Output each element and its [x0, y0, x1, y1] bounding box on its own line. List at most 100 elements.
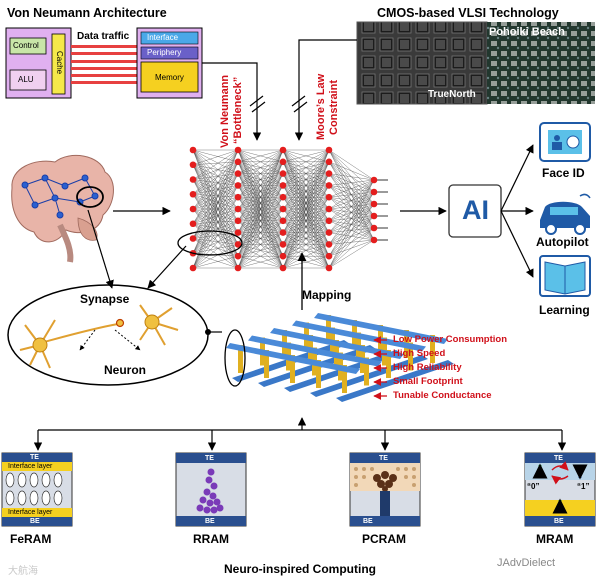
crossbar-pillar [290, 355, 295, 383]
feature-4: Small Footprint [393, 376, 463, 387]
network-node [234, 170, 242, 177]
periphery-label: Periphery [147, 48, 182, 57]
link-dot [205, 329, 211, 335]
network-node [279, 146, 287, 154]
network-node [325, 182, 333, 189]
network-edge [192, 208, 239, 224]
crossbar-top-line [270, 328, 404, 359]
crossbar-pillar [364, 357, 369, 386]
network-edge [192, 149, 239, 269]
network-node [234, 193, 242, 201]
network-edge [192, 161, 239, 239]
moore-label-2: Constraint [328, 80, 340, 135]
network-edge [192, 149, 239, 210]
crossbar-pillar [430, 335, 435, 363]
network-edge [192, 149, 239, 224]
autopilot-icon [540, 193, 591, 235]
interface-label: Interface [147, 33, 179, 42]
network-edge [192, 173, 239, 239]
crossbar-top-line [314, 313, 448, 344]
network-edge [282, 149, 330, 162]
network-node [189, 190, 197, 198]
network-edge [282, 149, 330, 198]
network-node [234, 158, 242, 166]
crossbar-pillar [264, 350, 269, 378]
network-edge [192, 173, 239, 254]
mram-label: MRAM [536, 532, 574, 546]
network-edge [282, 149, 330, 257]
feram-be: BE [30, 518, 40, 525]
network-node [234, 241, 242, 248]
network-edge [237, 149, 284, 245]
network-edge [328, 191, 375, 269]
crossbar-pillar [342, 365, 347, 393]
network-edge [192, 238, 239, 257]
network-edge [192, 149, 239, 195]
brain-to-synapse-arrow [87, 209, 114, 289]
mram-device [524, 452, 596, 527]
network-node [279, 229, 287, 236]
crossbar-pillar [386, 350, 391, 378]
network-edge [192, 253, 239, 269]
feram-device [1, 452, 73, 527]
network-edge [282, 161, 330, 269]
network-edge [237, 149, 284, 210]
device-tree [33, 417, 567, 451]
ai-label: AI [462, 195, 489, 225]
network-edge [237, 256, 284, 269]
network-edge [282, 149, 330, 174]
pcram-te: TE [379, 455, 388, 462]
network-edge [328, 179, 375, 221]
network-node [189, 146, 197, 154]
network-node [325, 241, 333, 248]
data-traffic-label: Data traffic [77, 31, 130, 42]
network-edge [192, 161, 239, 269]
network-node [370, 224, 378, 232]
network-edge [192, 238, 239, 245]
mram-be: BE [554, 518, 564, 525]
network-edge [282, 173, 330, 269]
network-node [370, 236, 378, 244]
network-edge [237, 185, 284, 269]
rram-te: TE [205, 455, 214, 462]
feature-arrows [373, 336, 387, 400]
network-node [279, 158, 287, 166]
watermark-right: JAdvDielect [497, 557, 556, 569]
network-edge [282, 197, 330, 269]
network-edge [237, 149, 284, 186]
network-edge [328, 179, 375, 257]
network-to-synapse-arrow [147, 245, 187, 289]
network-edge [328, 161, 375, 181]
bottleneck-label-2: “Bottleneck” [232, 76, 244, 144]
network-edge [237, 149, 284, 257]
cmos-photos [356, 21, 595, 105]
neuron-label: Neuron [104, 363, 146, 377]
network-edge [328, 179, 375, 233]
network-edge [192, 220, 239, 239]
bottleneck-label-1: Von Neumann [219, 74, 231, 148]
crossbar-array [226, 313, 454, 402]
network-edge [328, 215, 375, 269]
crossbar-pillar [408, 342, 413, 371]
network-edge [328, 179, 375, 210]
pcram-device [349, 452, 421, 527]
network-edge [192, 185, 239, 254]
network-edge [192, 208, 239, 269]
pcram-label: PCRAM [362, 532, 406, 546]
brain-illustration [11, 154, 114, 263]
network-edge [192, 149, 239, 239]
network-edge [237, 173, 284, 269]
crossbar-top-line [226, 343, 360, 374]
von-neumann-title: Von Neumann Architecture [7, 6, 167, 20]
network-node [189, 176, 197, 183]
mram-te: TE [554, 455, 563, 462]
network-edge [192, 197, 239, 224]
network-edge [192, 220, 239, 254]
network-node [370, 200, 378, 208]
neural-network [189, 146, 388, 272]
synapse-label: Synapse [80, 292, 130, 306]
network-node [279, 241, 287, 248]
network-edge [192, 244, 239, 254]
network-node [325, 170, 333, 177]
